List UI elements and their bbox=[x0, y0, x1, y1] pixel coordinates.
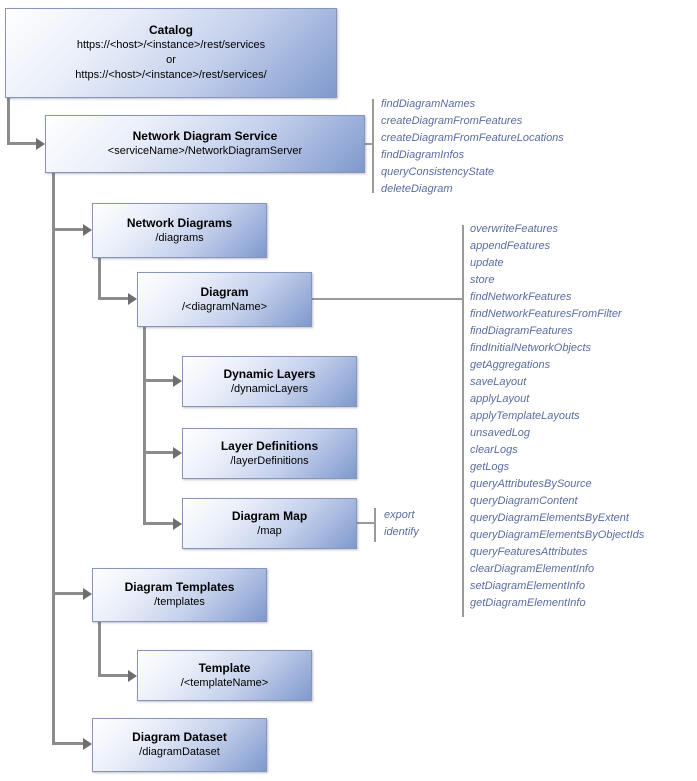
operation-label: getDiagramElementInfo bbox=[470, 597, 586, 609]
arrowhead bbox=[83, 224, 92, 236]
operation-label: store bbox=[470, 274, 495, 286]
operation-label: findDiagramInfos bbox=[381, 149, 465, 161]
operations-bracket bbox=[462, 225, 464, 617]
operation-label: overwriteFeatures bbox=[470, 223, 559, 235]
connector-line bbox=[52, 742, 85, 745]
connector-line bbox=[98, 622, 101, 677]
connector-line bbox=[98, 297, 130, 300]
dynamic-layers-box[interactable]: Dynamic Layers /dynamicLayers bbox=[182, 356, 357, 407]
catalog-or-label: or bbox=[166, 54, 176, 66]
arrowhead bbox=[83, 738, 92, 750]
operation-label: queryDiagramElementsByExtent bbox=[470, 512, 629, 524]
operation-label: applyLayout bbox=[470, 393, 530, 405]
operation-label: identify bbox=[384, 526, 419, 538]
template-box[interactable]: Template /<templateName> bbox=[137, 650, 312, 701]
layer-definitions-path: /layerDefinitions bbox=[230, 454, 309, 467]
network-diagrams-path: /diagrams bbox=[155, 231, 204, 244]
network-diagrams-title: Network Diagrams bbox=[126, 215, 233, 230]
operations-bracket bbox=[357, 522, 376, 524]
operation-label: saveLayout bbox=[470, 376, 527, 388]
operation-label: queryFeaturesAttributes bbox=[470, 546, 588, 558]
arrowhead bbox=[128, 670, 137, 682]
operation-label: clearLogs bbox=[470, 444, 518, 456]
operation-label: queryConsistencyState bbox=[381, 166, 495, 178]
connector-line bbox=[7, 142, 38, 145]
connector-line bbox=[143, 522, 175, 525]
operation-label: findNetworkFeaturesFromFilter bbox=[470, 308, 622, 320]
connector-line bbox=[52, 228, 85, 231]
dynamic-layers-title: Dynamic Layers bbox=[223, 366, 316, 381]
operation-label: findDiagramFeatures bbox=[470, 325, 573, 337]
map-operations-list: export identify bbox=[384, 507, 419, 541]
connector-line bbox=[98, 674, 130, 677]
diagram-dataset-title: Diagram Dataset bbox=[132, 730, 227, 744]
operations-bracket bbox=[365, 143, 374, 145]
connector-line bbox=[143, 451, 175, 454]
diagram-path: /<diagramName> bbox=[182, 300, 267, 313]
template-title: Template bbox=[198, 660, 251, 675]
operation-label: getAggregations bbox=[470, 359, 551, 371]
connector-line bbox=[52, 592, 85, 595]
operation-label: deleteDiagram bbox=[381, 183, 453, 195]
connector-line bbox=[52, 173, 55, 745]
operation-label: export bbox=[384, 509, 415, 521]
network-diagrams-box[interactable]: Network Diagrams /diagrams bbox=[92, 203, 267, 258]
layer-definitions-title: Layer Definitions bbox=[220, 438, 319, 453]
connector-line bbox=[98, 258, 101, 300]
operation-label: createDiagramFromFeatures bbox=[381, 115, 523, 127]
catalog-url-alternate: https://<host>/<instance>/rest/services/ bbox=[75, 69, 267, 81]
connector-line bbox=[143, 327, 146, 525]
layer-definitions-box[interactable]: Layer Definitions /layerDefinitions bbox=[182, 428, 357, 479]
diagram-map-box[interactable]: Diagram Map /map bbox=[182, 498, 357, 549]
arrowhead bbox=[36, 138, 45, 150]
diagram-templates-box[interactable]: Diagram Templates /templates bbox=[92, 568, 267, 622]
catalog-url-primary: https://<host>/<instance>/rest/services bbox=[76, 39, 266, 51]
operation-label: appendFeatures bbox=[470, 240, 551, 252]
operation-label: queryAttributesBySource bbox=[470, 478, 592, 490]
catalog-title: Catalog bbox=[148, 23, 193, 37]
operation-label: queryDiagramContent bbox=[470, 495, 578, 507]
arrowhead bbox=[173, 375, 182, 387]
arrowhead bbox=[83, 588, 92, 600]
operation-label: createDiagramFromFeatureLocations bbox=[381, 132, 564, 144]
operation-label: findDiagramNames bbox=[381, 98, 476, 110]
operation-label: unsavedLog bbox=[470, 427, 530, 439]
service-operations-list: findDiagramNames createDiagramFromFeature… bbox=[381, 96, 564, 198]
catalog-box[interactable]: Catalog https://<host>/<instance>/rest/s… bbox=[5, 8, 337, 98]
diagram-operations-list: overwriteFeatures appendFeatures update sto… bbox=[470, 221, 644, 612]
operation-label: applyTemplateLayouts bbox=[470, 410, 580, 422]
operation-label: findNetworkFeatures bbox=[470, 291, 572, 303]
diagram-map-title: Diagram Map bbox=[231, 508, 308, 523]
connector-line bbox=[7, 98, 10, 145]
dynamic-layers-path: /dynamicLayers bbox=[230, 382, 309, 395]
diagram-map-path: /map bbox=[257, 524, 282, 537]
operation-label: findInitialNetworkObjects bbox=[470, 342, 592, 354]
arrowhead bbox=[173, 518, 182, 530]
operations-bracket bbox=[374, 508, 376, 542]
operation-label: setDiagramElementInfo bbox=[470, 580, 585, 592]
diagram-dataset-box[interactable]: Diagram Dataset /diagramDataset bbox=[92, 718, 267, 772]
network-diagram-service-box[interactable]: Network Diagram Service <serviceName>/Ne… bbox=[45, 115, 365, 173]
diagram-templates-path: /templates bbox=[154, 596, 205, 608]
diagram-templates-title: Diagram Templates bbox=[124, 580, 235, 594]
diagram-dataset-path: /diagramDataset bbox=[139, 746, 220, 758]
operation-label: getLogs bbox=[470, 461, 510, 473]
service-path: <serviceName>/NetworkDiagramServer bbox=[107, 145, 303, 157]
service-title: Network Diagram Service bbox=[132, 129, 278, 143]
diagram-box[interactable]: Diagram /<diagramName> bbox=[137, 272, 312, 327]
diagram-title: Diagram bbox=[200, 284, 249, 299]
template-path: /<templateName> bbox=[180, 676, 269, 689]
operation-label: update bbox=[470, 257, 504, 269]
operations-bracket bbox=[312, 298, 464, 300]
operation-label: clearDiagramElementInfo bbox=[470, 563, 595, 575]
arrowhead bbox=[128, 293, 137, 305]
operations-bracket bbox=[372, 99, 374, 193]
connector-line bbox=[143, 379, 175, 382]
arrowhead bbox=[173, 447, 182, 459]
operation-label: queryDiagramElementsByObjectIds bbox=[470, 529, 645, 541]
